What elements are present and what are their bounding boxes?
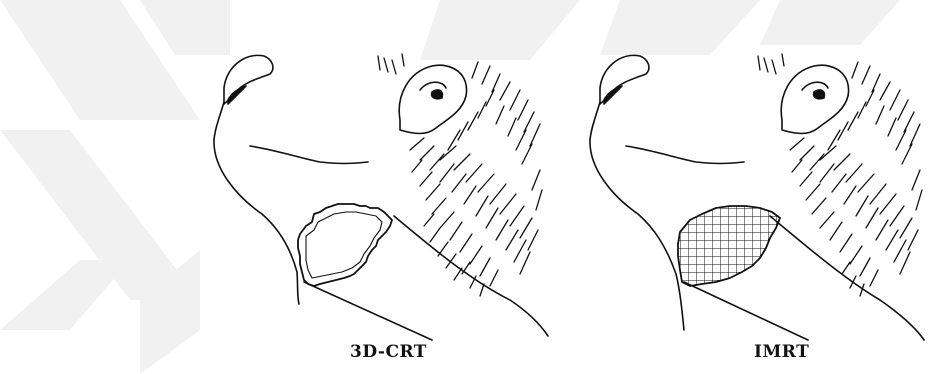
jaw-line — [250, 146, 368, 164]
watermark — [0, 0, 900, 374]
neck-illustration-imrt — [590, 54, 924, 340]
face-profile — [590, 102, 684, 330]
neck-line-rear — [394, 216, 548, 336]
caption-3dcrt: 3D-CRT — [350, 342, 427, 362]
hair-hatching — [758, 54, 922, 296]
ear-canal — [814, 90, 825, 99]
ear — [399, 65, 466, 133]
nostril — [604, 86, 622, 104]
neck-line — [684, 282, 808, 340]
treatment-field-grid — [678, 206, 780, 286]
ear-inner — [802, 82, 828, 90]
ear — [781, 65, 848, 133]
neck-line — [304, 282, 432, 340]
caption-imrt: IMRT — [754, 342, 809, 362]
treatment-field-outline — [298, 204, 392, 286]
jaw-line — [626, 146, 744, 164]
treatment-field-inner — [306, 212, 382, 278]
face-profile — [214, 102, 299, 304]
ear-inner — [420, 82, 446, 90]
neck-illustration-3dcrt — [214, 54, 548, 340]
ear-canal — [432, 90, 443, 99]
nostril — [228, 86, 246, 104]
neck-line-rear — [770, 216, 924, 340]
